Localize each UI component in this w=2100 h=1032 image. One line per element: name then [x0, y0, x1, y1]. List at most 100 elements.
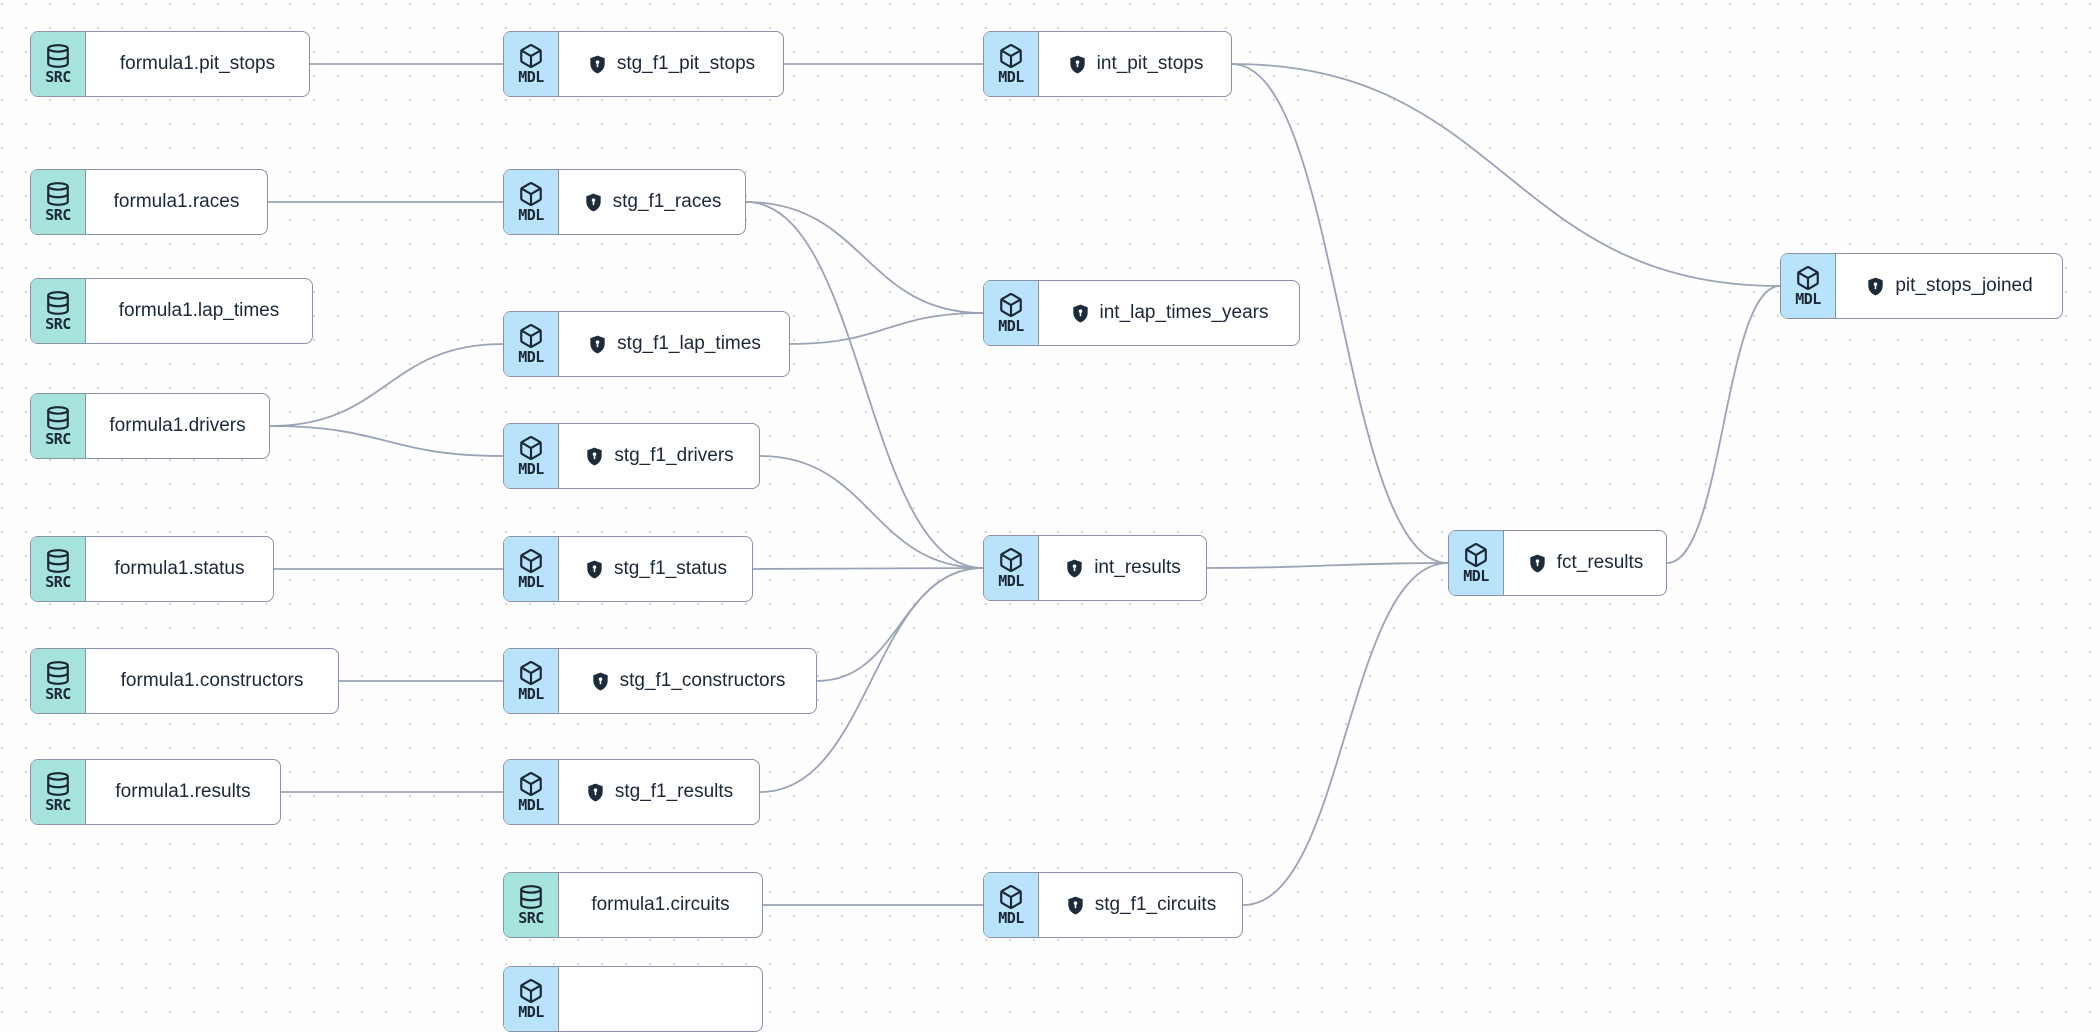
source-badge: SRC	[31, 537, 86, 601]
node-fct_results[interactable]: MDL fct_results	[1448, 530, 1667, 596]
badge-label: SRC	[45, 573, 71, 591]
node-body: formula1.pit_stops	[86, 32, 309, 96]
badge-label: SRC	[45, 68, 71, 86]
package-icon	[518, 43, 544, 69]
badge-label: SRC	[45, 430, 71, 448]
package-icon	[518, 435, 544, 461]
node-stg_f1_pit_stops[interactable]: MDL stg_f1_pit_stops	[503, 31, 784, 97]
edge-int_pit_stops-to-fct_results	[1231, 63, 1449, 564]
badge-label: MDL	[518, 206, 544, 224]
node-stg_f1_circuits[interactable]: MDL stg_f1_circuits	[983, 872, 1243, 938]
node-label: int_pit_stops	[1096, 53, 1204, 74]
node-src_status[interactable]: SRC formula1.status	[30, 536, 274, 602]
shield-icon	[585, 782, 606, 803]
edge-fct_results-to-pit_stops_joined	[1666, 285, 1781, 564]
node-stg_f1_drivers[interactable]: MDL stg_f1_drivers	[503, 423, 760, 489]
model-badge: MDL	[1781, 254, 1836, 318]
edge-src_drivers-to-stg_f1_lap_times	[269, 343, 504, 427]
node-src_lap_times[interactable]: SRC formula1.lap_times	[30, 278, 313, 344]
node-body: formula1.status	[86, 537, 273, 601]
node-int_pit_stops[interactable]: MDL int_pit_stops	[983, 31, 1232, 97]
edge-src_drivers-to-stg_f1_drivers	[269, 425, 504, 457]
badge-label: MDL	[518, 460, 544, 478]
model-badge: MDL	[984, 873, 1039, 937]
node-body	[559, 967, 762, 1031]
node-body: formula1.circuits	[559, 873, 762, 937]
badge-label: SRC	[45, 315, 71, 333]
shield-icon	[583, 192, 604, 213]
node-body: stg_f1_constructors	[559, 649, 816, 713]
edge-stg_f1_lap_times-to-int_lap_times_years	[789, 312, 984, 345]
node-label: formula1.lap_times	[118, 300, 280, 321]
model-badge: MDL	[504, 967, 559, 1031]
node-stg_f1_races[interactable]: MDL stg_f1_races	[503, 169, 746, 235]
shield-icon	[1527, 553, 1548, 574]
node-body: stg_f1_status	[559, 537, 752, 601]
lineage-edges	[267, 63, 1781, 906]
shield-icon	[584, 446, 605, 467]
edge-stg_f1_circuits-to-fct_results	[1242, 562, 1449, 906]
database-icon	[45, 405, 71, 431]
node-body: int_lap_times_years	[1039, 281, 1299, 345]
package-icon	[518, 660, 544, 686]
node-cutoff_bottom[interactable]: MDL	[503, 966, 763, 1032]
shield-icon	[1070, 303, 1091, 324]
node-label: stg_f1_lap_times	[617, 333, 761, 354]
node-body: stg_f1_drivers	[559, 424, 759, 488]
node-body: formula1.drivers	[86, 394, 269, 458]
source-badge: SRC	[31, 760, 86, 824]
model-badge: MDL	[504, 537, 559, 601]
edge-stg_f1_races-to-int_lap_times_years	[745, 201, 984, 314]
database-icon	[45, 181, 71, 207]
node-body: stg_f1_races	[559, 170, 745, 234]
edge-stg_f1_races-to-int_results	[745, 201, 984, 569]
edge-stg_f1_drivers-to-int_results	[759, 455, 984, 569]
node-body: formula1.races	[86, 170, 267, 234]
model-badge: MDL	[504, 649, 559, 713]
node-src_drivers[interactable]: SRC formula1.drivers	[30, 393, 270, 459]
database-icon	[45, 548, 71, 574]
node-body: fct_results	[1504, 531, 1666, 595]
node-label: stg_f1_pit_stops	[616, 53, 756, 74]
database-icon	[518, 884, 544, 910]
node-body: formula1.results	[86, 760, 280, 824]
package-icon	[518, 323, 544, 349]
badge-label: SRC	[45, 796, 71, 814]
badge-label: SRC	[45, 685, 71, 703]
source-badge: SRC	[31, 649, 86, 713]
badge-label: MDL	[1795, 290, 1821, 308]
node-label: formula1.circuits	[591, 894, 730, 915]
badge-label: MDL	[1463, 567, 1489, 585]
node-src_pit_stops[interactable]: SRC formula1.pit_stops	[30, 31, 310, 97]
badge-label: MDL	[998, 572, 1024, 590]
node-src_circuits[interactable]: SRC formula1.circuits	[503, 872, 763, 938]
model-badge: MDL	[984, 281, 1039, 345]
node-label: formula1.pit_stops	[119, 53, 276, 74]
node-src_results[interactable]: SRC formula1.results	[30, 759, 281, 825]
badge-label: MDL	[998, 68, 1024, 86]
package-icon	[998, 43, 1024, 69]
database-icon	[45, 660, 71, 686]
model-badge: MDL	[504, 32, 559, 96]
edge-stg_f1_results-to-int_results	[759, 567, 984, 793]
badge-label: MDL	[518, 68, 544, 86]
node-label: stg_f1_circuits	[1094, 894, 1217, 915]
package-icon	[518, 771, 544, 797]
database-icon	[45, 43, 71, 69]
edge-stg_f1_constructors-to-int_results	[816, 567, 984, 682]
badge-label: SRC	[518, 909, 544, 927]
package-icon	[518, 978, 544, 1004]
node-label: stg_f1_drivers	[614, 445, 734, 466]
model-badge: MDL	[984, 536, 1039, 600]
package-icon	[518, 181, 544, 207]
